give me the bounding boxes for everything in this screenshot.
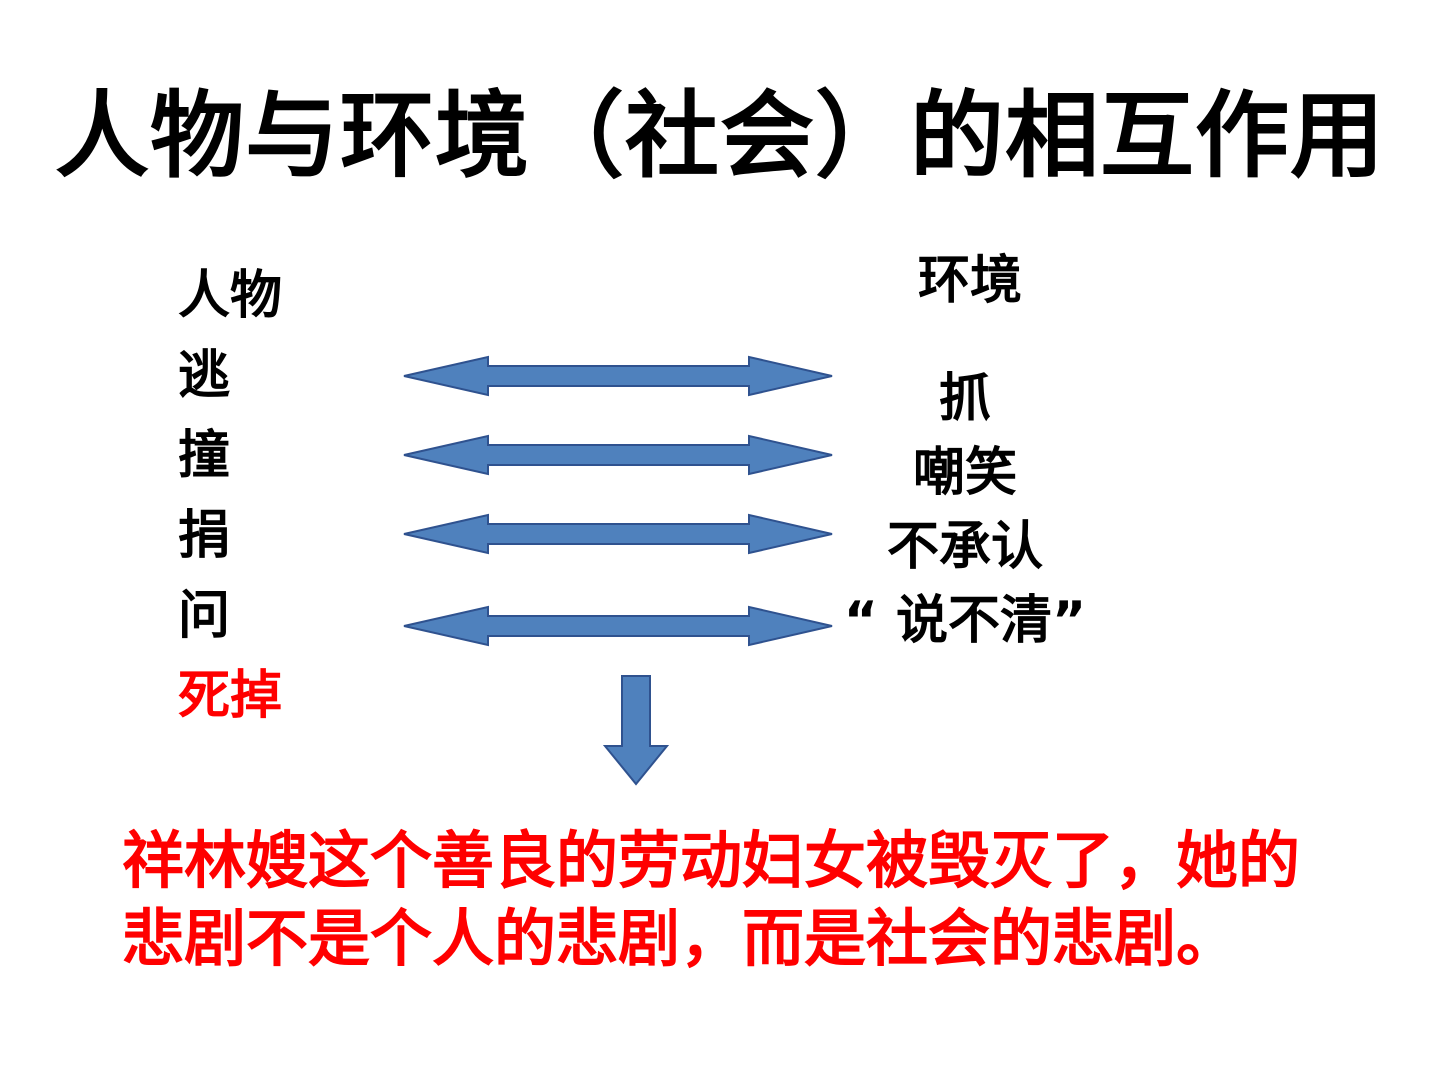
person-header: 人物 (178, 266, 283, 326)
double-arrow-2 (403, 434, 833, 476)
conclusion-text: 祥林嫂这个善良的劳动妇女被毁灭了，她的 悲剧不是个人的悲剧，而是社会的悲剧。 (122, 822, 1362, 978)
person-action-bump: 撞 (178, 426, 231, 486)
person-action-flee: 逃 (178, 346, 231, 406)
person-action-donate: 捐 (178, 506, 231, 566)
double-arrow-3 (403, 513, 833, 555)
person-action-ask: 问 (178, 586, 231, 646)
environment-response-unclear: “ 说不清” (843, 591, 1087, 651)
environment-response-capture: 抓 (938, 369, 991, 429)
environment-header: 环境 (917, 251, 1022, 311)
slide-title: 人物与环境（社会）的相互作用 (54, 82, 1385, 191)
double-arrow-1 (403, 355, 833, 397)
person-column: 人物 逃 撞 捐 问 死掉 (178, 256, 378, 736)
environment-response-deny: 不承认 (886, 517, 1043, 577)
person-outcome: 死掉 (178, 666, 283, 726)
environment-response-mock: 嘲笑 (912, 443, 1017, 503)
environment-column: 抓 嘲笑 不承认 “ 说不清” (820, 362, 1110, 658)
conclusion-line-2: 悲剧不是个人的悲剧，而是社会的悲剧。 (122, 902, 1239, 975)
conclusion-line-1: 祥林嫂这个善良的劳动妇女被毁灭了，她的 (122, 824, 1301, 897)
double-arrow-4 (403, 605, 833, 647)
down-arrow (602, 675, 670, 786)
